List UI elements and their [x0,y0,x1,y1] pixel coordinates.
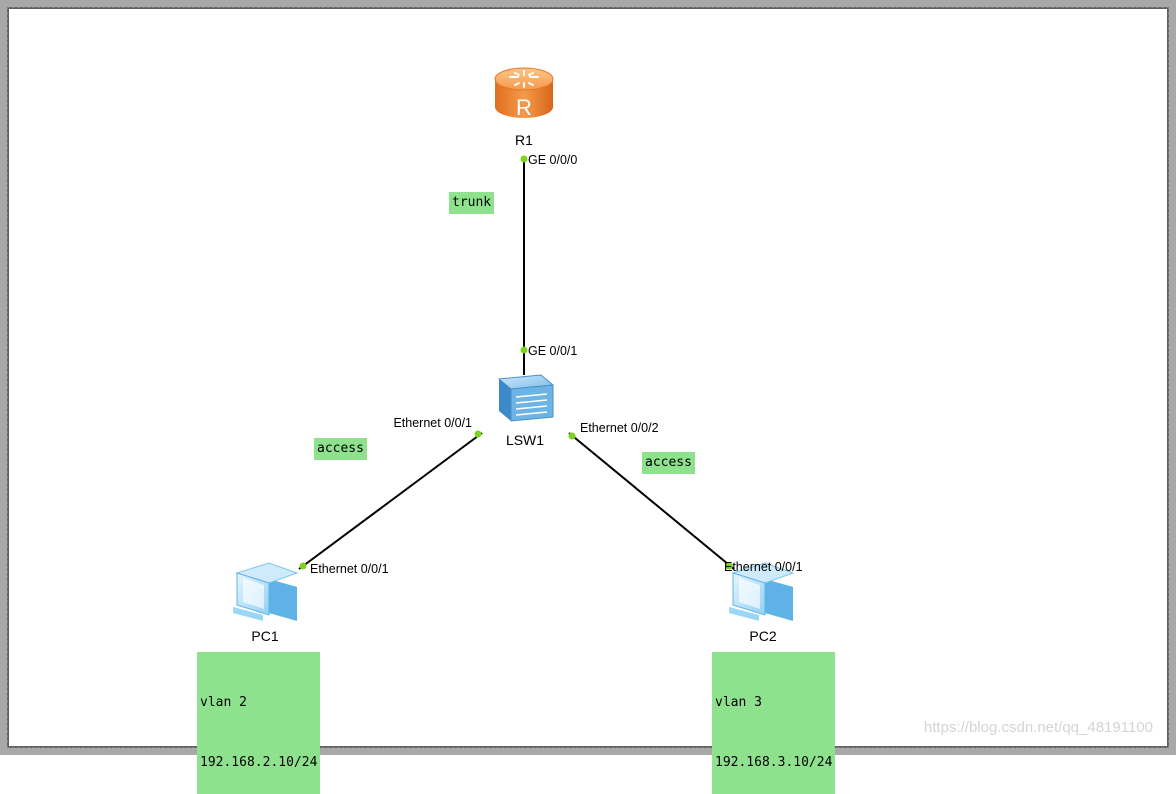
note-pc1-config[interactable]: vlan 2 192.168.2.10/24 [197,652,321,794]
pc1-icon[interactable] [233,562,299,621]
pc2-label: PC2 [749,628,776,644]
port-dot-r1-ge000[interactable] [520,155,528,163]
router-r1-icon[interactable]: R [494,67,554,120]
note-pc1-vlan: vlan 2 [200,695,247,710]
note-access-right[interactable]: access [642,452,695,474]
port-dot-lsw1-eth001[interactable] [474,430,482,438]
note-trunk[interactable]: trunk [449,192,495,214]
port-label-lsw1-ge001: GE 0/0/1 [528,344,577,358]
link-lsw1-pc2[interactable] [568,432,735,570]
topology-diagram: R R1 LSW1 PC1 PC2 GE 0/0/0 GE 0/0/1 Ethe… [233,67,803,644]
port-label-pc1-eth001: Ethernet 0/0/1 [310,562,389,576]
note-pc2-config[interactable]: vlan 3 192.168.3.10/24 [712,652,836,794]
switch-lsw1-label: LSW1 [506,432,544,448]
port-dot-pc2-eth001[interactable] [725,562,733,570]
port-label-pc2-eth001: Ethernet 0/0/1 [724,560,803,574]
port-label-lsw1-eth001: Ethernet 0/0/1 [393,416,472,430]
port-dot-lsw1-ge001[interactable] [520,346,528,354]
note-pc2-ip: 192.168.3.10/24 [715,755,833,770]
note-pc1-ip: 192.168.2.10/24 [200,755,318,770]
note-access-left[interactable]: access [314,438,367,460]
watermark: https://blog.csdn.net/qq_48191100 [923,719,1153,736]
port-dot-lsw1-eth002[interactable] [568,432,576,440]
switch-lsw1-icon[interactable] [497,374,555,422]
pc2-icon[interactable] [729,562,795,621]
note-pc2-vlan: vlan 3 [715,695,762,710]
router-glyph: R [516,95,532,120]
port-label-r1-ge000: GE 0/0/0 [528,153,577,167]
pc1-label: PC1 [251,628,278,644]
link-lsw1-pc1[interactable] [298,432,483,570]
port-label-lsw1-eth002: Ethernet 0/0/2 [580,421,659,435]
router-r1-label: R1 [515,132,533,148]
port-dot-pc1-eth001[interactable] [299,562,307,570]
